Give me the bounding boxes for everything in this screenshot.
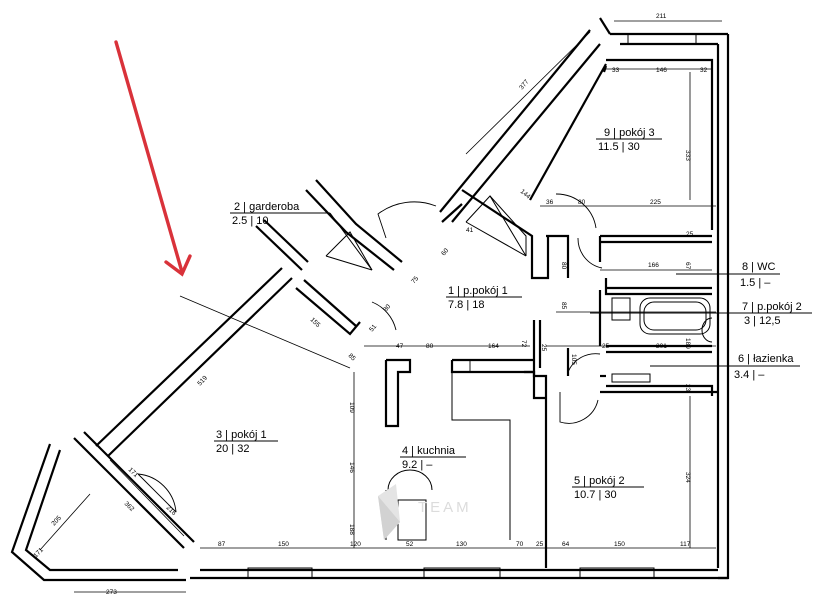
dim-146: 146 — [656, 67, 667, 74]
dim-25d: 25 — [536, 541, 544, 548]
dim-211: 211 — [656, 13, 667, 20]
room-6-name: 6 | łazienka — [738, 353, 794, 365]
dim-80d: 80 — [426, 343, 434, 350]
room-5-area: 10.7 | 30 — [574, 489, 617, 501]
room-labels: 1 | p.pokój 1 7.8 | 18 2 | garderoba 2.5… — [214, 127, 812, 501]
dim-377: 377 — [518, 78, 531, 91]
dim-72: 72 — [520, 340, 527, 348]
room-6-area: 3.4 | – — [734, 369, 765, 381]
dim-36: 36 — [546, 199, 554, 206]
dim-150: 150 — [278, 541, 289, 548]
dim-188: 188 — [348, 524, 355, 535]
room-7-name: 7 | p.pokój 2 — [742, 301, 802, 313]
dim-32: 32 — [700, 67, 708, 74]
room-5-name: 5 | pokój 2 — [574, 475, 625, 487]
dim-201: 201 — [656, 343, 667, 350]
room-2-name: 2 | garderoba — [234, 201, 300, 213]
dim-25c: 25 — [602, 343, 610, 350]
dim-23: 23 — [684, 384, 691, 392]
dim-80b: 80 — [560, 262, 567, 270]
dim-80: 80 — [578, 199, 586, 206]
dim-117: 117 — [680, 541, 691, 548]
watermark-text: TEAM — [418, 499, 472, 516]
dim-225: 225 — [650, 199, 661, 206]
red-arrow-icon — [114, 40, 192, 277]
dim-171b: 171 — [32, 546, 45, 559]
dim-105: 105 — [570, 354, 577, 365]
dimension-lines — [39, 20, 722, 593]
room-3-name: 3 | pokój 1 — [216, 429, 267, 441]
dim-80c: 80 — [382, 303, 392, 313]
dim-519: 519 — [196, 374, 209, 387]
dim-25b: 25 — [540, 344, 547, 352]
dim-85b: 85 — [347, 352, 357, 362]
room-7-area: 3 | 12,5 — [744, 315, 781, 327]
outer-walls — [10, 17, 730, 582]
dim-130: 130 — [456, 541, 467, 548]
dim-205: 205 — [50, 514, 63, 527]
dim-85: 85 — [560, 302, 567, 310]
dim-189: 189 — [684, 338, 691, 349]
room-8-area: 1.5 | – — [740, 277, 771, 289]
dim-87: 87 — [218, 541, 226, 548]
dim-67: 67 — [684, 262, 691, 270]
watermark: TEAM — [378, 484, 472, 540]
dim-333: 333 — [684, 150, 691, 161]
dim-120: 120 — [350, 541, 361, 548]
room-3-area: 20 | 32 — [216, 443, 249, 455]
dim-47: 47 — [396, 343, 404, 350]
door-swings — [137, 193, 603, 513]
room-9-name: 9 | pokój 3 — [604, 127, 655, 139]
room-1-area: 7.8 | 18 — [448, 299, 485, 311]
dim-52: 52 — [406, 541, 414, 548]
dim-164: 164 — [488, 343, 499, 350]
dim-362: 362 — [123, 500, 136, 513]
dim-109: 109 — [348, 402, 355, 413]
dim-155: 155 — [309, 316, 322, 329]
dim-150b: 150 — [614, 541, 625, 548]
windows — [247, 33, 697, 579]
dim-41: 41 — [466, 227, 474, 234]
dim-324: 324 — [684, 472, 691, 483]
room-1-name: 1 | p.pokój 1 — [448, 285, 508, 297]
dim-33: 33 — [612, 67, 620, 74]
dim-64: 64 — [562, 541, 570, 548]
room-8-name: 8 | WC — [742, 261, 775, 273]
dim-166: 166 — [648, 262, 659, 269]
dim-60: 60 — [440, 247, 450, 257]
dim-70: 70 — [516, 541, 524, 548]
dim-273: 273 — [106, 589, 117, 596]
room-2-area: 2.5 | 10 — [232, 215, 269, 227]
room-4-area: 9.2 | – — [402, 459, 433, 471]
room-9-area: 11.5 | 30 — [598, 141, 640, 153]
dim-51: 51 — [368, 323, 378, 333]
dim-146b: 146 — [348, 462, 355, 473]
dim-75: 75 — [410, 275, 420, 285]
room-4-name: 4 | kuchnia — [402, 445, 456, 457]
dim-25: 25 — [686, 231, 694, 238]
